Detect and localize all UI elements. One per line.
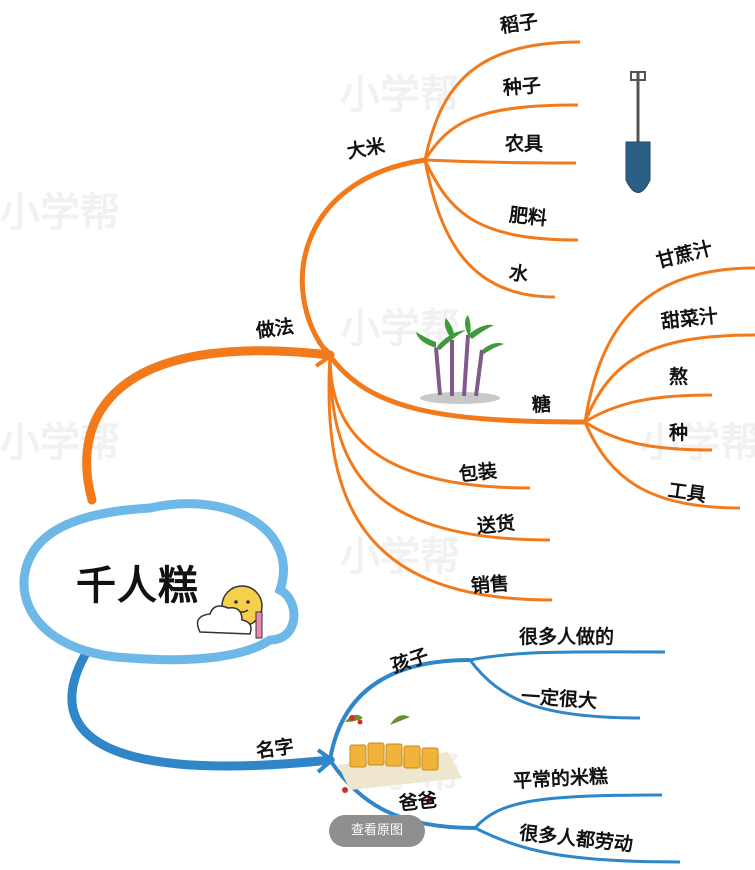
node-rice-item: 种子: [502, 74, 542, 100]
node-name: 名字: [254, 735, 296, 763]
watermark: 小学帮: [0, 190, 120, 236]
node-rice-item: 稻子: [498, 10, 540, 38]
sugar-connector: [327, 354, 586, 425]
shovel-icon: [625, 71, 651, 193]
node-rice-item: 农具: [505, 133, 544, 155]
node-sugar-item: 工具: [666, 479, 708, 507]
center-title: 千人糕: [76, 562, 199, 609]
node-method: 做法: [254, 315, 296, 343]
branch-name-connector: [67, 650, 335, 771]
node-step: 送货: [475, 512, 517, 538]
sugarcane-icon: [416, 315, 504, 404]
rice-sub-lines: [423, 40, 581, 299]
node-dad-item: 平常的米糕: [512, 765, 609, 793]
rice-connector: [299, 157, 426, 358]
cake-plate-icon: [338, 714, 462, 803]
dad-sub-lines: [473, 793, 681, 864]
view-original-button[interactable]: 查看原图: [329, 815, 425, 847]
node-step: 包装: [457, 460, 499, 486]
watermark: 小学帮: [340, 534, 460, 580]
watermark: 小学帮: [640, 420, 755, 466]
sugar-sub-lines: [583, 266, 755, 510]
sun-cloud-icon: [196, 585, 263, 639]
steps-lines: [327, 355, 553, 602]
node-rice-item: 水: [507, 261, 530, 287]
node-step: 销售: [470, 572, 510, 598]
node-sugar: 糖: [531, 393, 552, 417]
node-sugar-item: 熬: [669, 366, 689, 388]
node-child-item: 很多人做的: [519, 626, 615, 648]
node-child-item: 一定很大: [520, 685, 598, 713]
watermark: 小学帮: [0, 420, 120, 466]
node-dad: 爸爸: [397, 789, 439, 815]
node-rice-item: 肥料: [508, 204, 549, 230]
node-sugar-item: 种: [669, 422, 689, 444]
child-sub-lines: [468, 650, 666, 720]
branch-method-connector: [82, 346, 335, 505]
